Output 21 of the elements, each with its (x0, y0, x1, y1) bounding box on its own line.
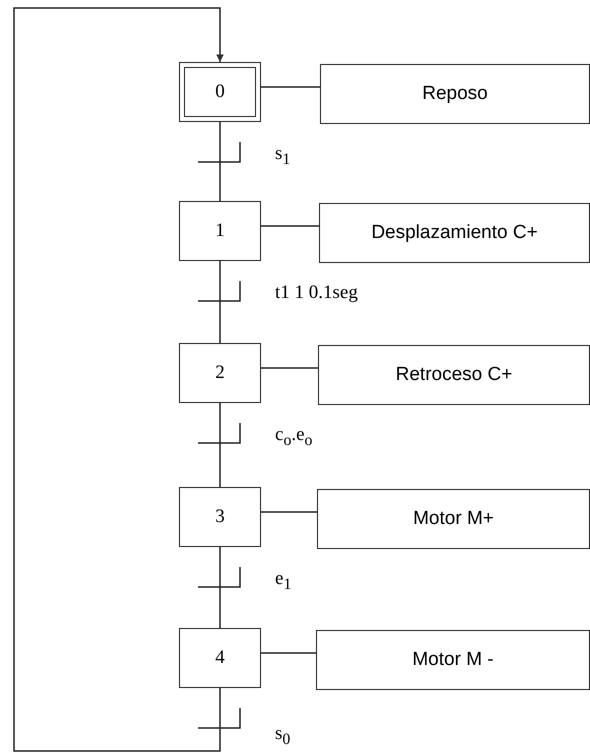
connector-line (219, 403, 221, 487)
step-box: 3 (179, 487, 261, 547)
action-box: Motor M - (316, 630, 590, 690)
connector-line (261, 367, 318, 369)
step-box: 4 (179, 628, 261, 688)
transition-condition: t1 1 0.1seg (275, 283, 358, 302)
connector-line (219, 122, 221, 201)
initial-step-box: 0 (179, 62, 261, 122)
action-box: Retroceso C+ (318, 345, 590, 405)
connector-line (261, 511, 317, 513)
connector-line (261, 652, 316, 654)
action-box: Motor M+ (317, 489, 590, 549)
step-box: 2 (179, 343, 261, 403)
connector-line (261, 86, 320, 88)
action-box: Reposo (320, 64, 590, 124)
step-box: 1 (179, 201, 261, 261)
connector-line (261, 225, 319, 227)
connector-line (219, 261, 221, 343)
connector-line (13, 7, 224, 752)
connector-line (219, 547, 221, 628)
action-box: Desplazamiento C+ (319, 203, 590, 263)
